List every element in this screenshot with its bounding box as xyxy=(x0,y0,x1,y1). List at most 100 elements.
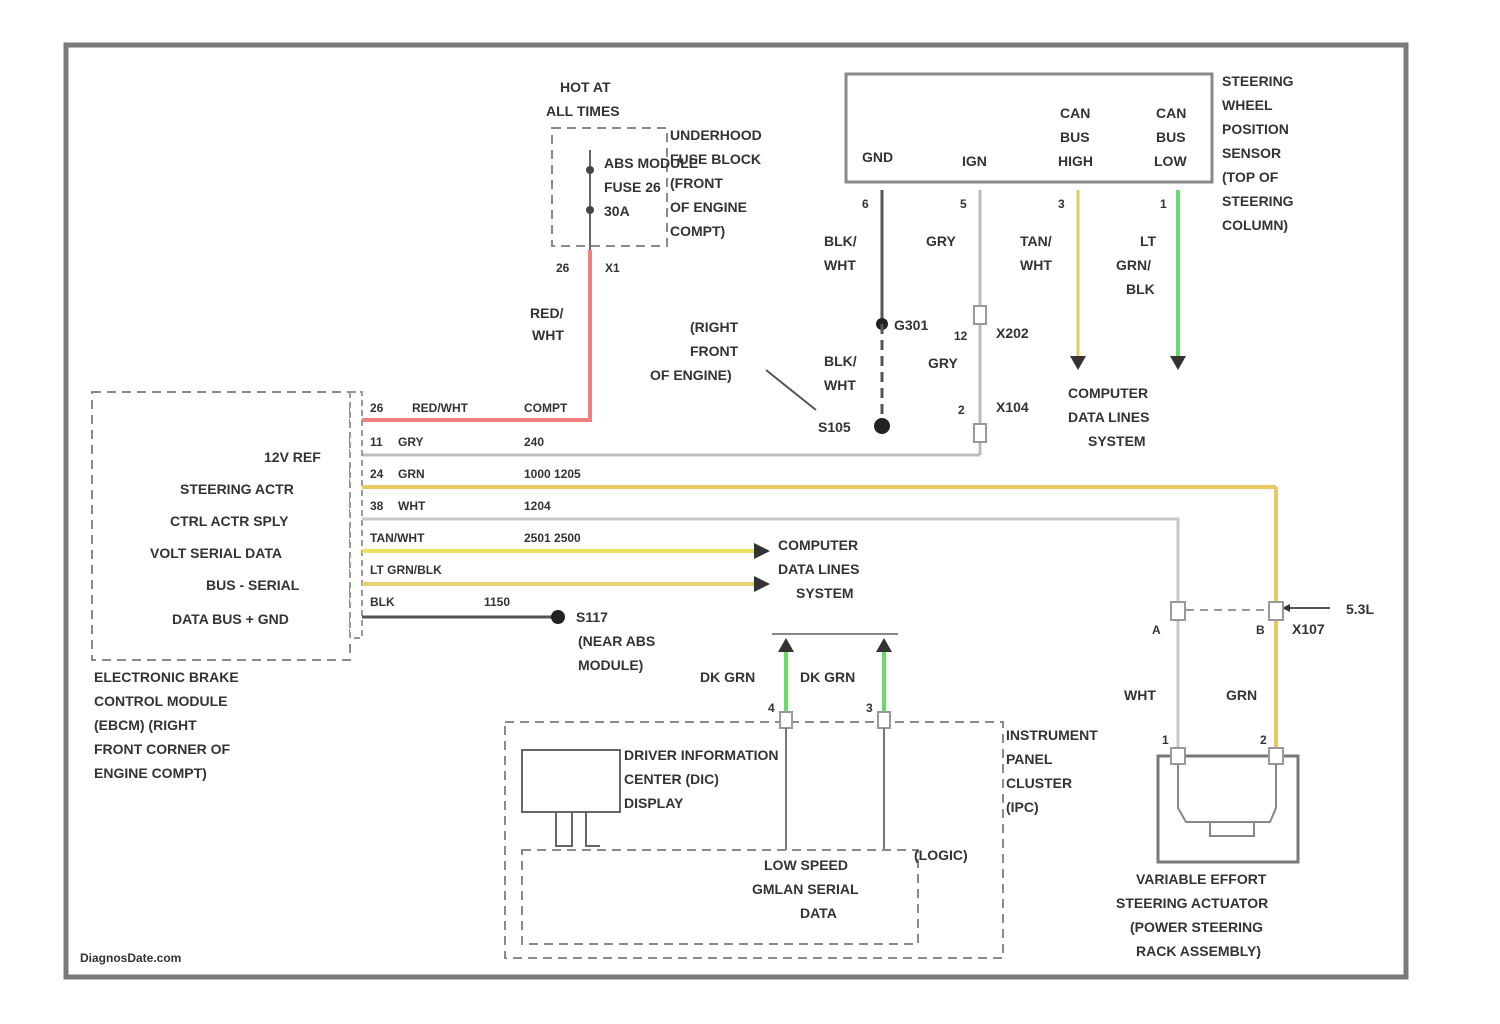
veso-pin-1: 1 xyxy=(1162,733,1169,747)
veso-name-3: (POWER STEERING xyxy=(1130,919,1263,935)
ebcm-term-ctrl-actr: CTRL ACTR SPLY xyxy=(170,513,289,529)
fuse-pin: 26 xyxy=(556,261,570,275)
x104-connector xyxy=(974,424,986,442)
swps-pin-gnd: 6 xyxy=(862,197,869,211)
veso-pin-1-box xyxy=(1171,748,1185,764)
veso-pin-2: 2 xyxy=(1260,733,1267,747)
dic-label-1: DRIVER INFORMATION xyxy=(624,747,779,763)
g301-label: G301 xyxy=(894,317,928,333)
ground-loc-3: OF ENGINE) xyxy=(650,367,732,383)
fuse-conn: X1 xyxy=(605,261,620,275)
swps-name-4: SENSOR xyxy=(1222,145,1281,161)
swps-name-6: STEERING xyxy=(1222,193,1294,209)
fuse-terminal-bottom xyxy=(586,206,594,214)
ebcm-term-steering-actr: STEERING ACTR xyxy=(180,481,294,497)
swps-wire-gnd-2: WHT xyxy=(824,257,856,273)
ebcm-row-2-note: 1000 1205 xyxy=(524,467,581,481)
lsgm-label-2: GMLAN SERIAL xyxy=(752,881,859,897)
x202-connector xyxy=(974,306,986,324)
veso-pin-2-box xyxy=(1269,748,1283,764)
fuse-loc-5: COMPT) xyxy=(670,223,725,239)
ipc-pin-1: 4 xyxy=(768,701,775,715)
ebcm-name-1: ELECTRONIC BRAKE xyxy=(94,669,239,685)
swps-wire-canl-2: GRN/ xyxy=(1116,257,1151,273)
swps-term-canl-3: LOW xyxy=(1154,153,1187,169)
ipc-pin-connector-2 xyxy=(878,712,890,728)
ground-s105-dot xyxy=(874,418,890,434)
red-wht-label-2: WHT xyxy=(532,327,564,343)
s117-loc-1: (NEAR ABS xyxy=(578,633,655,649)
ebcm-row-0-pin: 26 xyxy=(370,401,384,415)
swps-name-5: (TOP OF xyxy=(1222,169,1279,185)
x202-pin: 12 xyxy=(954,329,968,343)
ebcm-name-5: ENGINE COMPT) xyxy=(94,765,207,781)
ebcm-term-data-bus-gnd: DATA BUS + GND xyxy=(172,611,289,627)
ebcm-connector xyxy=(350,392,362,638)
watermark: DiagnosDate.com xyxy=(80,951,181,965)
swps-term-gnd: GND xyxy=(862,149,893,165)
s105-label: S105 xyxy=(818,419,851,435)
ipc-name-2: PANEL xyxy=(1006,751,1053,767)
swps-term-canl-2: BUS xyxy=(1156,129,1186,145)
x107-label: X107 xyxy=(1292,621,1325,637)
swps-wire-ign: GRY xyxy=(926,233,956,249)
fuse-loc-1: UNDERHOOD xyxy=(670,127,762,143)
ground-loc-1: (RIGHT xyxy=(690,319,739,335)
cdl-mid-2: DATA LINES xyxy=(778,561,859,577)
ipc-wire-2: DK GRN xyxy=(800,669,855,685)
ebcm-row-2-pin: 24 xyxy=(370,467,384,481)
ebcm-row-6-note: 1150 xyxy=(484,595,510,609)
logic-label: (LOGIC) xyxy=(914,847,968,863)
fuse-terminal-top xyxy=(586,166,594,174)
ebcm-row-1-wire: GRY xyxy=(398,435,424,449)
swps-name-2: WHEEL xyxy=(1222,97,1273,113)
x107-pin-b: B xyxy=(1256,623,1265,637)
dic-display-box xyxy=(522,750,620,812)
gry2-label: GRY xyxy=(928,355,958,371)
ipc-pin-connector-1 xyxy=(780,712,792,728)
lsgm-label-3: DATA xyxy=(800,905,837,921)
swps-wire-canh-1: TAN/ xyxy=(1020,233,1052,249)
hot-label-1: HOT AT xyxy=(560,79,611,95)
x104-pin: 2 xyxy=(958,403,965,417)
ground-loc-2: FRONT xyxy=(690,343,739,359)
ebcm-term-volt-serial: VOLT SERIAL DATA xyxy=(150,545,282,561)
ebcm-row-3-wire: WHT xyxy=(398,499,426,513)
swps-term-canh-3: HIGH xyxy=(1058,153,1093,169)
ebcm-row-1-pin: 11 xyxy=(370,435,383,449)
fuse-loc-2: FUSE BLOCK xyxy=(670,151,761,167)
ipc-wire-1: DK GRN xyxy=(700,669,755,685)
swps-pin-canh: 3 xyxy=(1058,197,1065,211)
swps-wire-canl-3: BLK xyxy=(1126,281,1155,297)
x104-label: X104 xyxy=(996,399,1029,415)
red-wht-label-1: RED/ xyxy=(530,305,564,321)
x107-pin-a-box xyxy=(1171,602,1185,620)
ipc-name-1: INSTRUMENT xyxy=(1006,727,1098,743)
veso-wire-wht: WHT xyxy=(1124,687,1156,703)
swps-term-ign: IGN xyxy=(962,153,987,169)
blk-wht2-2: WHT xyxy=(824,377,856,393)
ebcm-row-0-note: COMPT xyxy=(524,401,568,415)
ebcm-term-bus-serial: BUS - SERIAL xyxy=(206,577,300,593)
ebcm-row-3-pin: 38 xyxy=(370,499,384,513)
ebcm-row-6-wire: BLK xyxy=(370,595,395,609)
veso-name-2: STEERING ACTUATOR xyxy=(1116,895,1268,911)
swps-term-canh-2: BUS xyxy=(1060,129,1090,145)
swps-pin-canl: 1 xyxy=(1160,197,1167,211)
ebcm-name-4: FRONT CORNER OF xyxy=(94,741,231,757)
veso-name-4: RACK ASSEMBLY) xyxy=(1136,943,1261,959)
lsgm-label-1: LOW SPEED xyxy=(764,857,848,873)
s117-loc-2: MODULE) xyxy=(578,657,643,673)
ebcm-name-2: CONTROL MODULE xyxy=(94,693,228,709)
swps-term-canl-1: CAN xyxy=(1156,105,1186,121)
swps-name-7: COLUMN) xyxy=(1222,217,1288,233)
dic-label-3: DISPLAY xyxy=(624,795,684,811)
ebcm-row-5-wire: LT GRN/BLK xyxy=(370,563,442,577)
swps-wire-gnd-1: BLK/ xyxy=(824,233,857,249)
ebcm-row-4-wire: TAN/WHT xyxy=(370,531,425,545)
cdl-mid-1: COMPUTER xyxy=(778,537,858,553)
swps-wire-canh-2: WHT xyxy=(1020,257,1052,273)
engine-5-3l-label: 5.3L xyxy=(1346,601,1374,617)
ebcm-row-1-note: 240 xyxy=(524,435,544,449)
